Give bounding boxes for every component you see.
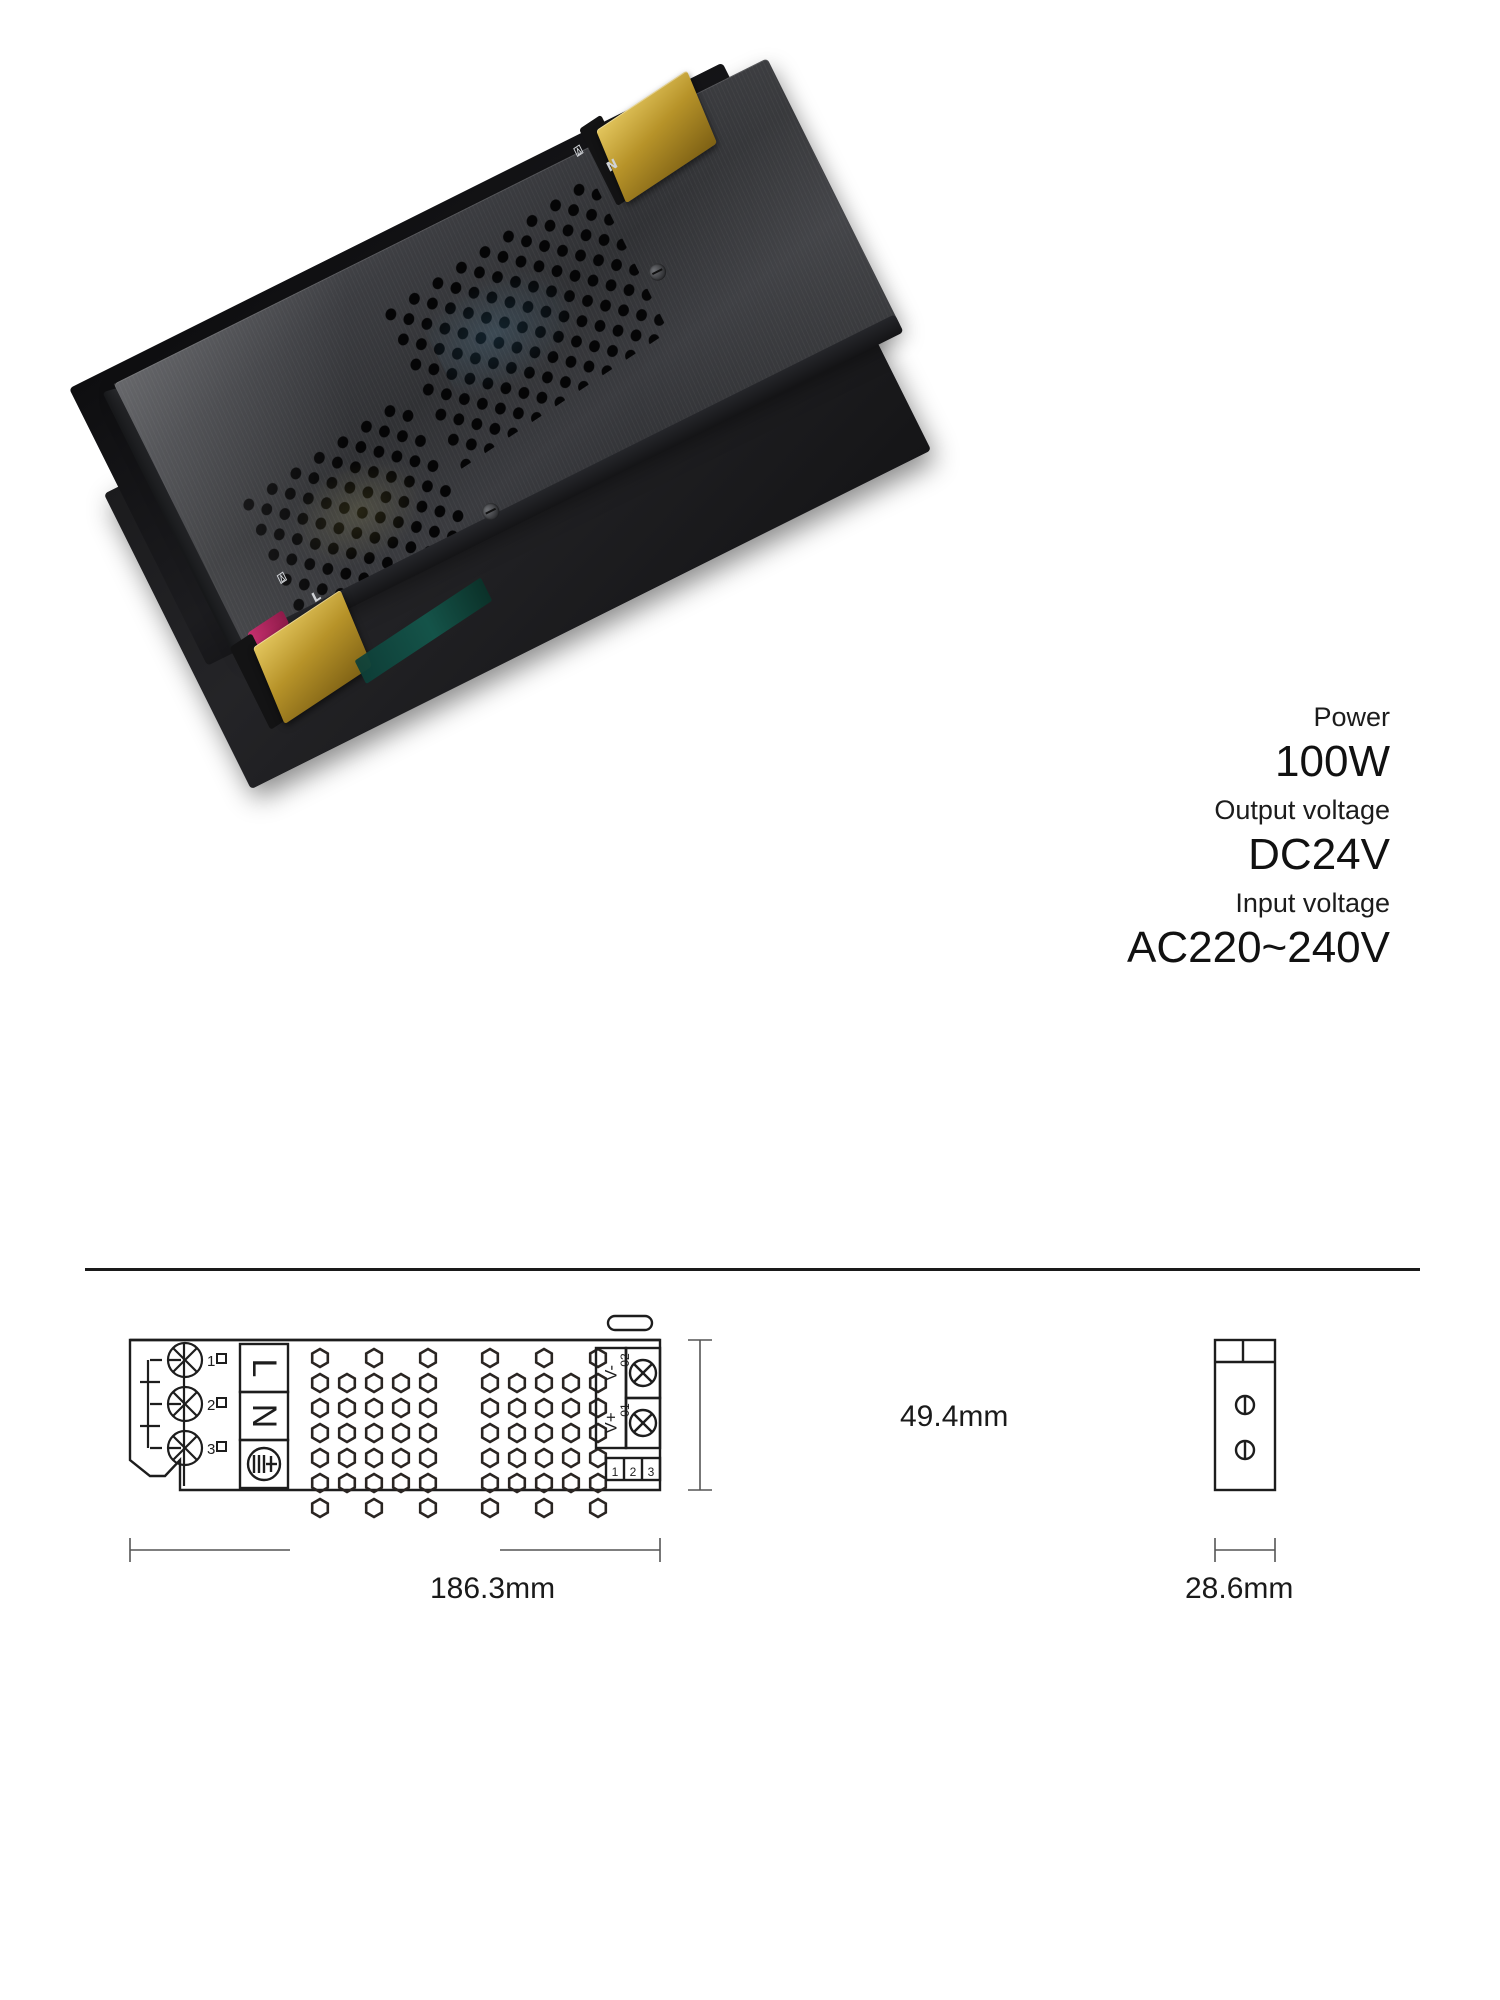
output-footer-number-3: 3 — [648, 1465, 655, 1479]
input-pin-number-3: 3 — [207, 1441, 215, 1458]
spec-value-input-voltage: AC220~240V — [1127, 922, 1390, 972]
output-footer-number-1: 1 — [612, 1465, 619, 1479]
dimension-label-depth: 28.6mm — [1185, 1572, 1294, 1605]
input-pin-label-N: N — [245, 1404, 283, 1429]
technical-drawing: 1 2 3 L N — [0, 1300, 1500, 1700]
vent-hex-field-right — [482, 1349, 606, 1517]
output-terminal-detail — [594, 1314, 662, 1482]
terminal-screw-heads — [166, 1341, 204, 1467]
input-pin-labels — [238, 1342, 290, 1490]
spec-label-input-voltage: Input voltage — [1235, 887, 1390, 918]
input-terminal-detail — [140, 1341, 204, 1486]
side-view-outline — [1213, 1338, 1277, 1492]
height-dimension-line — [688, 1339, 712, 1491]
input-pin-numbers: 1 2 3 — [207, 1353, 227, 1458]
spec-value-power: 100W — [1275, 737, 1390, 787]
width-dimension-line — [129, 1538, 661, 1562]
input-pin-number-2: 2 — [207, 1397, 215, 1414]
spec-label-output-voltage: Output voltage — [1214, 794, 1390, 825]
input-pin-number-1: 1 — [207, 1353, 215, 1370]
depth-dimension-line — [1214, 1538, 1276, 1562]
dimension-label-width: 186.3mm — [430, 1572, 556, 1605]
output-pin-number-01: 01 — [618, 1403, 632, 1417]
section-divider — [85, 1268, 1420, 1271]
specification-list: Power 100W Output voltage DC24V Input vo… — [870, 700, 1390, 978]
output-label-v-plus: V+ — [602, 1412, 621, 1433]
spec-value-output-voltage: DC24V — [1248, 829, 1390, 879]
output-label-v-minus: V- — [602, 1365, 621, 1381]
spec-label-power: Power — [1313, 702, 1390, 732]
vent-hex-field-left — [312, 1349, 436, 1517]
dimension-label-height: 49.4mm — [900, 1400, 1009, 1433]
earth-symbol-icon — [246, 1446, 282, 1482]
output-pin-number-02: 02 — [618, 1353, 632, 1367]
output-footer-number-2: 2 — [630, 1465, 637, 1479]
input-pin-label-L: L — [245, 1359, 283, 1378]
